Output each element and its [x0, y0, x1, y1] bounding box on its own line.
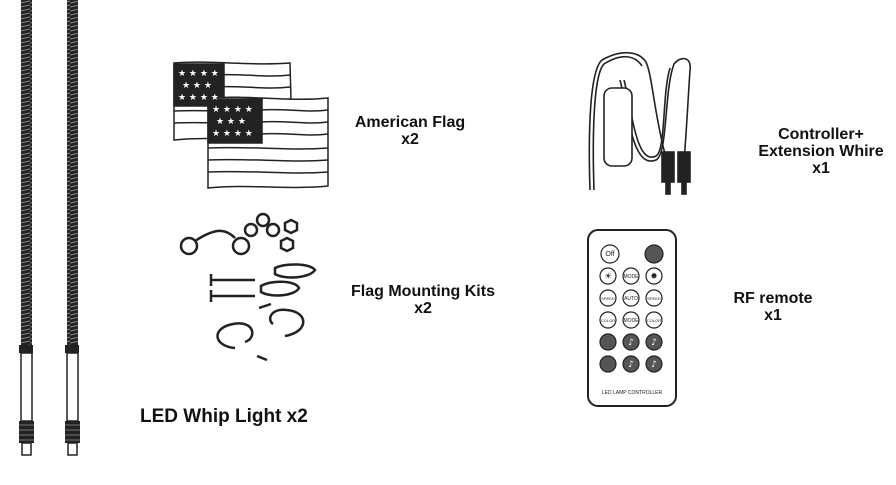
- preset-button-2[interactable]: [622, 333, 640, 351]
- screws: [209, 274, 255, 302]
- svg-text:★ ★ ★: ★ ★ ★: [216, 117, 246, 127]
- whip-light-left: [19, 0, 34, 456]
- preset-button-3[interactable]: [645, 333, 663, 351]
- american-flag-label: American Flag: [354, 114, 466, 131]
- auto-button[interactable]: [622, 289, 640, 307]
- rf-remote-label: RF remote: [733, 290, 813, 307]
- music-note-icon: ♪: [628, 338, 634, 348]
- controller-qty: x1: [812, 160, 830, 177]
- sun-bright-icon: ✸: [650, 272, 658, 282]
- connectors: [661, 151, 691, 195]
- music-note-icon-2: ♪: [628, 360, 634, 370]
- auto-label: AUTO: [624, 296, 638, 302]
- brightness-down-button[interactable]: [599, 267, 617, 285]
- color-up-label: COLOR: [647, 318, 661, 323]
- american-flag-illustration: ★ ★ ★ ★ ★ ★ ★ ★ ★ ★ ★ ★ ★ ★ ★ ★ ★ ★ ★ ★ …: [173, 61, 329, 189]
- rf-remote-illustration: Off MODE SPEED AUTO SPEED COLOR MODE COL…: [587, 229, 677, 407]
- svg-text:★ ★ ★ ★: ★ ★ ★ ★: [212, 105, 253, 115]
- remote-footer-label: LED LAMP CONTROLLER: [602, 390, 663, 396]
- mode-button[interactable]: [622, 267, 640, 285]
- music-note-icon-4: ♪: [651, 360, 657, 370]
- svg-text:★ ★ ★ ★: ★ ★ ★ ★: [178, 69, 219, 79]
- off-label: Off: [605, 251, 614, 258]
- retaining-clip: [179, 229, 251, 256]
- speed-down-label: SPEED: [601, 296, 615, 301]
- american-flag-front: [207, 96, 329, 189]
- controller-box: [603, 87, 633, 167]
- flag-mounting-kits-qty: x2: [414, 300, 432, 317]
- snap-hooks: [259, 263, 317, 297]
- controller-caption: Controller+ Extension Whire x1: [756, 126, 886, 177]
- speed-down-button[interactable]: [599, 289, 617, 307]
- svg-text:★ ★ ★: ★ ★ ★: [182, 81, 212, 91]
- washers: [243, 212, 281, 238]
- extension-wire-label: Extension Whire: [758, 143, 884, 160]
- preset-button-1[interactable]: [599, 333, 617, 351]
- preset-button-5[interactable]: [622, 355, 640, 373]
- american-flag-qty: x2: [401, 131, 419, 148]
- nuts: [279, 218, 299, 253]
- speed-up-label: SPEED: [647, 296, 661, 301]
- color-up-button[interactable]: [645, 311, 663, 329]
- speed-up-button[interactable]: [645, 289, 663, 307]
- mode-2-label: MODE: [624, 318, 640, 324]
- sun-dim-icon: ☀: [604, 272, 612, 282]
- power-on-button[interactable]: [644, 244, 664, 264]
- mode-2-button[interactable]: [622, 311, 640, 329]
- color-down-label: COLOR: [601, 318, 615, 323]
- preset-button-4[interactable]: [599, 355, 617, 373]
- controller-illustration: [588, 51, 691, 195]
- flag-mounting-kits-label: Flag Mounting Kits: [351, 283, 495, 300]
- rf-remote-caption: RF remote x1: [718, 290, 828, 324]
- preset-button-6[interactable]: [645, 355, 663, 373]
- brightness-up-button[interactable]: [645, 267, 663, 285]
- color-down-button[interactable]: [599, 311, 617, 329]
- whip-light-illustration: [19, 0, 80, 456]
- svg-text:★ ★ ★ ★: ★ ★ ★ ★: [178, 93, 219, 103]
- s-hooks: [216, 302, 305, 362]
- controller-label: Controller+: [778, 126, 864, 143]
- power-off-button[interactable]: [600, 244, 620, 264]
- music-note-icon-3: ♪: [651, 338, 657, 348]
- svg-text:★ ★ ★ ★: ★ ★ ★ ★: [212, 129, 253, 139]
- flag-mounting-kits-caption: Flag Mounting Kits x2: [338, 283, 508, 317]
- american-flag-caption: American Flag x2: [340, 114, 480, 148]
- whip-light-caption: LED Whip Light x2: [140, 406, 308, 427]
- mode-label: MODE: [624, 274, 640, 280]
- flag-mounting-kits-illustration: [179, 212, 317, 362]
- rf-remote-qty: x1: [764, 307, 782, 324]
- whip-light-right: [65, 0, 80, 456]
